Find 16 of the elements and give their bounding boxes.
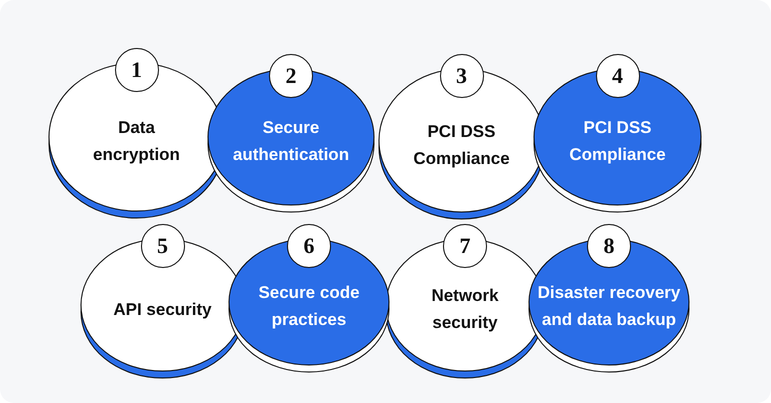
- step-label: Data encryption: [92, 117, 181, 166]
- step-label: Secure authentication: [232, 117, 350, 166]
- step-number: 1: [114, 48, 158, 92]
- step-label: Disaster recovery and data backup: [536, 282, 682, 331]
- step-number: 8: [587, 224, 631, 268]
- step-number: 4: [596, 54, 640, 98]
- step-number: 5: [140, 224, 184, 268]
- step-label: Network security: [430, 285, 500, 334]
- step-label: PCI DSS Compliance: [568, 117, 667, 166]
- step-label: API security: [112, 298, 213, 320]
- step-number: 7: [443, 224, 487, 268]
- step-label: PCI DSS Compliance: [412, 120, 511, 170]
- step-number: 3: [440, 54, 484, 98]
- step-number: 6: [287, 224, 331, 268]
- step-label: Secure code practices: [257, 282, 361, 331]
- step-number: 2: [269, 54, 313, 98]
